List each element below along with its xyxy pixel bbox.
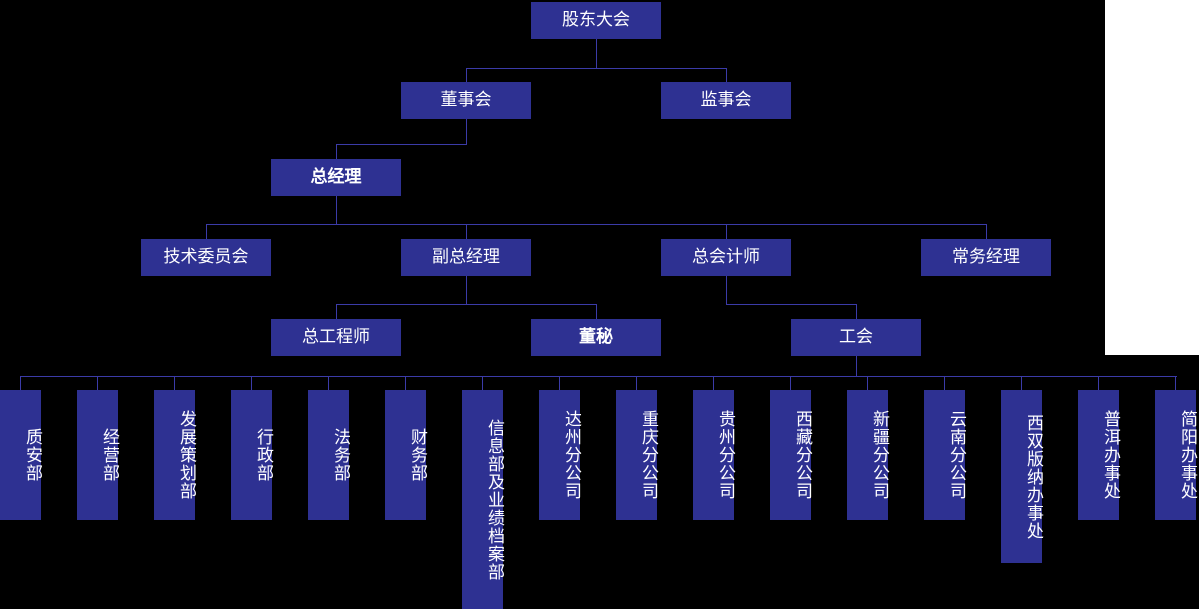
connector-dept-stem (251, 376, 252, 390)
connector-dept-stem (867, 376, 868, 390)
node-deputy-general-manager[interactable]: 副总经理 (401, 239, 531, 276)
connector-dept-stem (1021, 376, 1022, 390)
connector-dept-stem (790, 376, 791, 390)
connector-dept-stem (482, 376, 483, 390)
connector-board-up (466, 68, 467, 82)
connector-supervisors-up (726, 68, 727, 82)
connector-l6-bus (20, 376, 1177, 377)
connector-gm-bus (336, 144, 467, 145)
connector-dept-stem (405, 376, 406, 390)
connector-chief-engineer-up (336, 304, 337, 319)
node-development-planning-dept[interactable]: 发展策划部 (154, 390, 196, 520)
node-guizhou-branch[interactable]: 贵州分公司 (693, 390, 735, 520)
node-chief-accountant[interactable]: 总会计师 (661, 239, 791, 276)
connector-dept-stem (97, 376, 98, 390)
connector-l5-right-bus (726, 304, 857, 305)
connector-dept-stem (559, 376, 560, 390)
connector-dept-stem (328, 376, 329, 390)
connector-board-down (466, 119, 467, 144)
node-xishuangbanna-office[interactable]: 西双版纳办事处 (1001, 390, 1043, 563)
node-operations-dept[interactable]: 经营部 (77, 390, 119, 520)
connector-dept-stem (20, 376, 21, 390)
node-chief-engineer[interactable]: 总工程师 (271, 319, 401, 356)
node-legal-dept[interactable]: 法务部 (308, 390, 350, 520)
connector-union-down (856, 356, 857, 376)
node-labor-union[interactable]: 工会 (791, 319, 921, 356)
connector-chief-accountant-up (726, 224, 727, 239)
connector-dept-stem (1175, 376, 1176, 390)
node-shareholders-meeting[interactable]: 股东大会 (531, 2, 661, 39)
connector-gm-down (336, 196, 337, 224)
node-chongqing-branch[interactable]: 重庆分公司 (616, 390, 658, 520)
connector-gm-up (336, 144, 337, 159)
node-tibet-branch[interactable]: 西藏分公司 (770, 390, 812, 520)
node-technical-committee[interactable]: 技术委员会 (141, 239, 271, 276)
connector-shareholders-down (596, 39, 597, 68)
node-yunnan-branch[interactable]: 云南分公司 (924, 390, 966, 520)
white-overlay-panel (1105, 0, 1199, 355)
node-xinjiang-branch[interactable]: 新疆分公司 (847, 390, 889, 520)
connector-deputy-gm-down (466, 276, 467, 304)
connector-exec-manager-up (986, 224, 987, 239)
connector-dept-stem (1098, 376, 1099, 390)
connector-l5-left-bus (336, 304, 597, 305)
node-board-of-directors[interactable]: 董事会 (401, 82, 531, 119)
connector-l2-bus (466, 68, 727, 69)
node-finance-dept[interactable]: 财务部 (385, 390, 427, 520)
connector-dept-stem (944, 376, 945, 390)
connector-tech-committee-up (206, 224, 207, 239)
node-general-manager[interactable]: 总经理 (271, 159, 401, 196)
connector-l4-bus (206, 224, 987, 225)
node-board-secretary[interactable]: 董秘 (531, 319, 661, 356)
node-dazhou-branch[interactable]: 达州分公司 (539, 390, 581, 520)
node-puer-office[interactable]: 普洱办事处 (1078, 390, 1120, 520)
connector-deputy-gm-up (466, 224, 467, 239)
connector-dept-stem (713, 376, 714, 390)
node-administration-dept[interactable]: 行政部 (231, 390, 273, 520)
node-board-of-supervisors[interactable]: 监事会 (661, 82, 791, 119)
connector-dept-stem (174, 376, 175, 390)
node-info-performance-archives-dept[interactable]: 信息部及业绩档案部 (462, 390, 504, 609)
connector-chief-accountant-down (726, 276, 727, 304)
node-executive-manager[interactable]: 常务经理 (921, 239, 1051, 276)
node-jianyang-office[interactable]: 简阳办事处 (1155, 390, 1197, 520)
node-quality-safety-dept[interactable]: 质安部 (0, 390, 42, 520)
connector-board-secretary-up (596, 304, 597, 319)
connector-dept-stem (636, 376, 637, 390)
connector-union-up (856, 304, 857, 319)
